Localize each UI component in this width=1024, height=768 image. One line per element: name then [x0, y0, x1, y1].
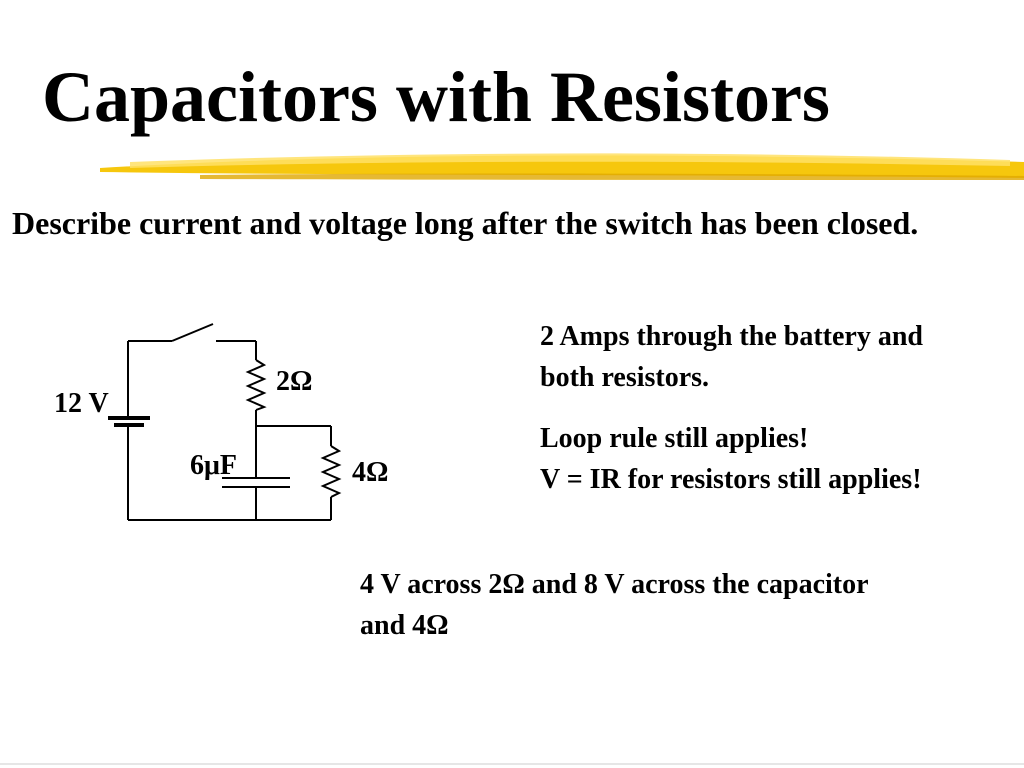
- bottom-divider: [0, 763, 1024, 765]
- highlight-brush-dark: [200, 173, 1024, 180]
- slide-title: Capacitors with Resistors: [42, 57, 830, 137]
- resistor-right: [320, 445, 342, 498]
- answer-current: 2 Amps through the battery and both resi…: [540, 321, 923, 393]
- answer-voltage-split: 4 V across 2Ω and 8 V across the capacit…: [360, 569, 869, 641]
- answer-loop-rule: Loop rule still applies!: [540, 423, 809, 454]
- highlight-brush-main: [100, 155, 1024, 178]
- switch-blade: [171, 323, 214, 342]
- resistor-top-label: 2Ω: [276, 366, 312, 397]
- resistor-right-label: 4Ω: [352, 457, 388, 488]
- capacitor-label: 6μF: [190, 450, 237, 481]
- answer-ohms-law: V = IR for resistors still applies!: [540, 464, 922, 495]
- highlight-brush-light: [130, 153, 1010, 168]
- question-text: Describe current and voltage long after …: [12, 205, 919, 241]
- circuit-diagram: 12 V 2Ω 6μF 4Ω: [54, 323, 388, 521]
- answer-loop-and-ohm: Loop rule still applies! V = IR for resi…: [540, 418, 980, 500]
- resistor-top: [245, 359, 267, 411]
- battery-label: 12 V: [54, 388, 109, 419]
